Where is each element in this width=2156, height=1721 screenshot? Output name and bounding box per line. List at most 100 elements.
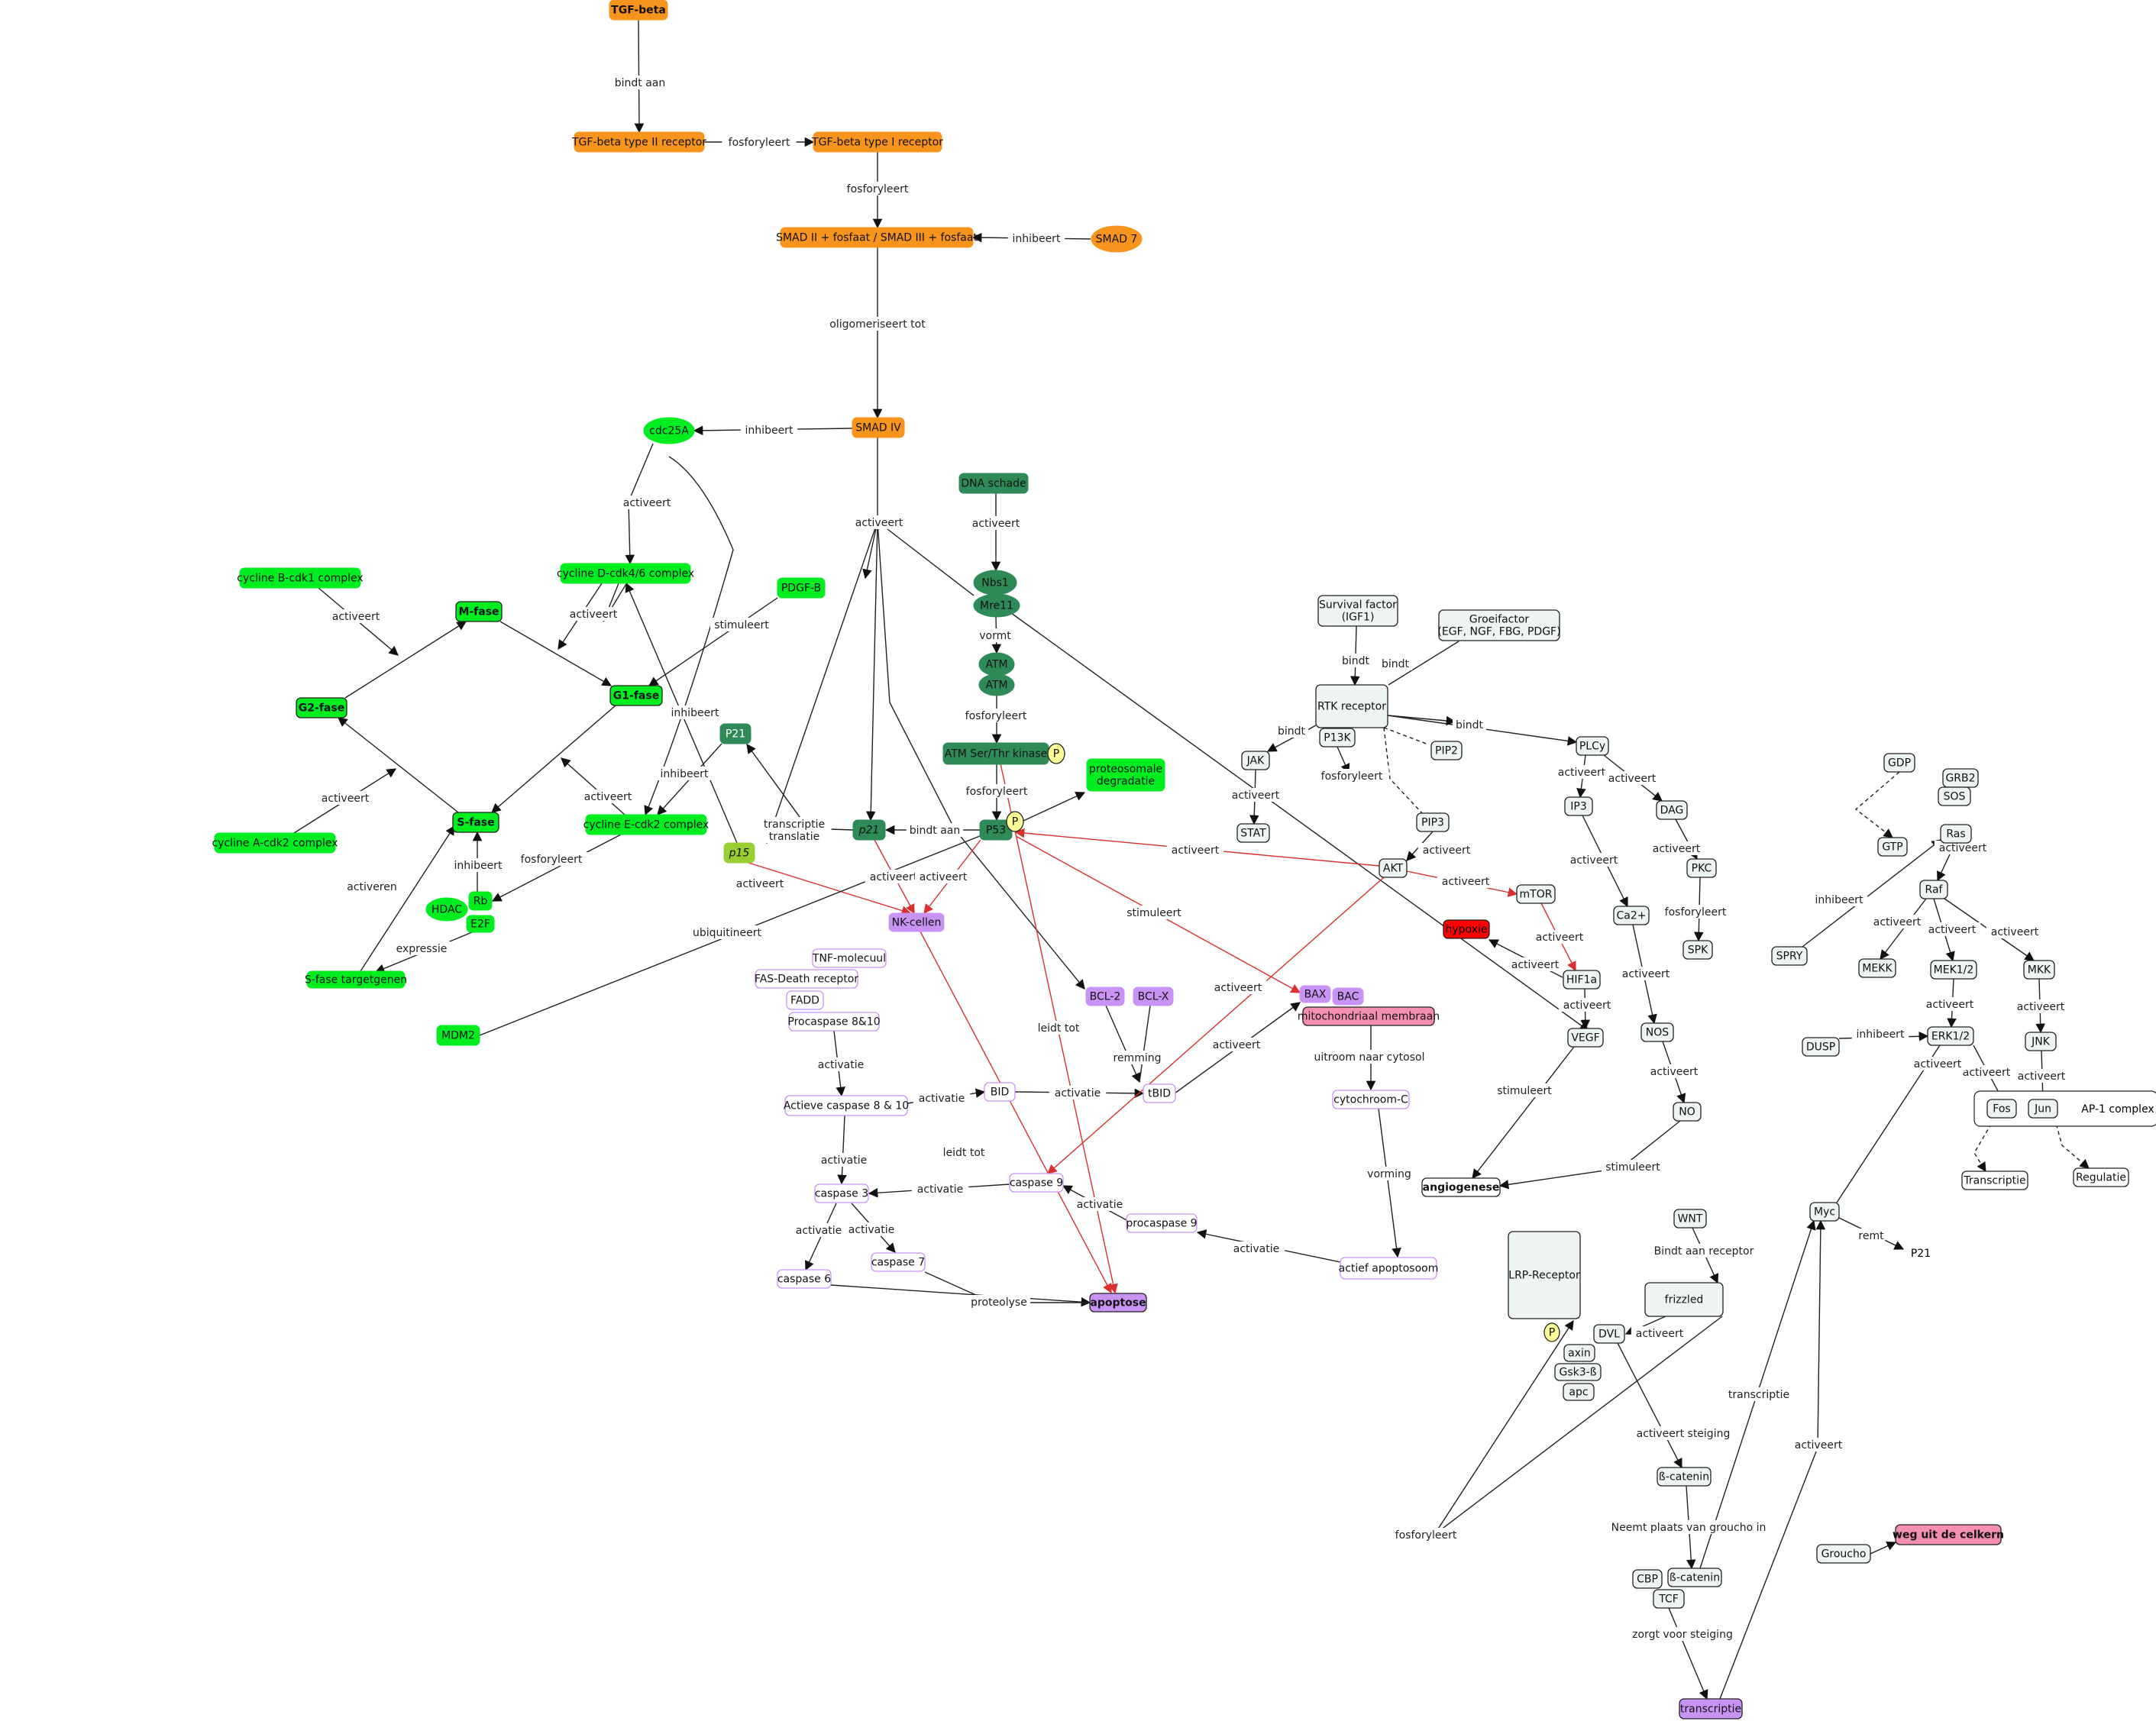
node-hif1a[interactable]: HIF1a [1563, 970, 1601, 990]
node-hdac[interactable]: HDAC [425, 897, 468, 922]
node-mekk[interactable]: MEKK [1858, 958, 1896, 978]
node-regulatie[interactable]: Regulatie [2073, 1167, 2129, 1187]
node-p-lrp[interactable]: P [1543, 1322, 1560, 1342]
node-cytc[interactable]: cytochroom-C [1332, 1090, 1410, 1109]
node-vegf[interactable]: VEGF [1567, 1028, 1604, 1048]
node-gdp[interactable]: GDP [1883, 753, 1915, 773]
node-nkcellen[interactable]: NK-cellen [888, 912, 945, 932]
node-jnk[interactable]: JNK [2025, 1032, 2057, 1051]
node-actcasp810[interactable]: Actieve caspase 8 & 10 [784, 1095, 909, 1116]
node-lrp[interactable]: LRP-Receptor [1508, 1231, 1581, 1319]
node-plcy[interactable]: PLCy [1576, 736, 1609, 756]
node-bcatenin2[interactable]: ß-catenin [1667, 1568, 1722, 1587]
node-tbid[interactable]: tBID [1143, 1083, 1176, 1103]
node-apoptose[interactable]: apoptose [1089, 1293, 1147, 1313]
node-raf[interactable]: Raf [1919, 880, 1948, 899]
node-ip3[interactable]: IP3 [1564, 796, 1593, 816]
node-erk12[interactable]: ERK1/2 [1927, 1026, 1974, 1046]
node-grb2[interactable]: GRB2 [1942, 768, 1979, 788]
node-e2f[interactable]: E2F [466, 915, 495, 933]
node-ca2[interactable]: Ca2+ [1613, 906, 1650, 925]
node-angiogenese[interactable]: angiogenese [1421, 1177, 1501, 1197]
node-p53[interactable]: P53 [979, 819, 1013, 841]
node-akt[interactable]: AKT [1379, 858, 1408, 878]
node-tnf[interactable]: TNF-molecuul [812, 948, 887, 968]
node-survival[interactable]: Survival factor(IGF1) [1317, 595, 1398, 627]
node-dnaschade[interactable]: DNA schade [958, 473, 1029, 494]
node-nbs1[interactable]: Nbs1 [973, 570, 1017, 596]
node-bclx[interactable]: BCL-X [1133, 986, 1174, 1006]
node-g2fase[interactable]: G2-fase [296, 697, 347, 718]
node-nos[interactable]: NOS [1640, 1022, 1674, 1042]
node-atm2[interactable]: ATM [978, 673, 1015, 696]
node-bcl2[interactable]: BCL-2 [1085, 986, 1125, 1006]
node-pip2[interactable]: PIP2 [1430, 741, 1463, 760]
node-casp7[interactable]: caspase 7 [871, 1252, 926, 1272]
node-dag[interactable]: DAG [1656, 800, 1688, 820]
node-fos[interactable]: Fos [1986, 1099, 2017, 1119]
node-spry[interactable]: SPRY [1771, 946, 1808, 966]
node-mito[interactable]: mitochondriaal membraan [1298, 1006, 1440, 1026]
node-sfasetarget[interactable]: S-fase targetgenen [305, 970, 407, 989]
node-p21[interactable]: p21 [852, 819, 886, 841]
node-rtk[interactable]: RTK receptor [1315, 684, 1388, 728]
node-gtp[interactable]: GTP [1877, 837, 1908, 857]
node-cdc25a[interactable]: cdc25A [643, 417, 695, 444]
node-p13k[interactable]: P13K [1319, 728, 1356, 747]
node-tgfbeta[interactable]: TGF-beta [609, 0, 668, 21]
node-procasp9[interactable]: procaspase 9 [1126, 1213, 1198, 1233]
node-groeifactor[interactable]: Groeifactor(EGF, NGF, FBG, PDGF) [1437, 609, 1561, 641]
node-groucho[interactable]: Groucho [1816, 1544, 1871, 1564]
node-p-p53[interactable]: P [1006, 811, 1024, 832]
node-mkk[interactable]: MKK [2023, 960, 2055, 980]
node-pip3[interactable]: PIP3 [1416, 812, 1450, 832]
node-smad23[interactable]: SMAD II + fosfaat / SMAD III + fosfaat [776, 227, 978, 248]
node-casp6[interactable]: caspase 6 [777, 1269, 832, 1289]
node-casp3[interactable]: caspase 3 [814, 1183, 869, 1203]
node-pdgfb[interactable]: PDGF-B [777, 577, 826, 599]
node-casp9[interactable]: caspase 9 [1009, 1173, 1064, 1193]
node-mtor[interactable]: mTOR [1516, 884, 1556, 904]
node-sfase[interactable]: S-fase [452, 812, 499, 833]
node-hypoxie[interactable]: hypoxie [1443, 919, 1490, 939]
node-atm1[interactable]: ATM [978, 652, 1015, 676]
node-pkc[interactable]: PKC [1686, 858, 1717, 878]
node-tgf1[interactable]: TGF-beta type I receptor [811, 131, 943, 153]
node-bac[interactable]: BAC [1332, 987, 1364, 1006]
node-bcatenin1[interactable]: ß-catenin [1657, 1467, 1712, 1487]
node-smad7[interactable]: SMAD 7 [1091, 225, 1143, 253]
node-bid[interactable]: BID [984, 1082, 1016, 1102]
node-ras[interactable]: Ras [1940, 824, 1972, 844]
node-cyclineD[interactable]: cycline D-cdk4/6 complex [557, 563, 694, 584]
node-sos[interactable]: SOS [1938, 786, 1971, 806]
node-g1fase[interactable]: G1-fase [609, 685, 663, 706]
node-p21top[interactable]: P21 [719, 723, 752, 744]
node-mek12[interactable]: MEK1/2 [1930, 960, 1977, 980]
node-jak[interactable]: JAK [1241, 751, 1270, 770]
node-atmkinase[interactable]: ATM Ser/Thr kinase [942, 742, 1049, 765]
node-spk[interactable]: SPK [1682, 940, 1713, 960]
node-p15[interactable]: p15 [723, 842, 755, 864]
node-smad4[interactable]: SMAD IV [852, 417, 905, 438]
node-transcriptie-ap[interactable]: Transcriptie [1961, 1170, 2028, 1190]
node-apc[interactable]: apc [1563, 1383, 1595, 1401]
node-tcf[interactable]: TCF [1653, 1589, 1685, 1609]
node-weguit[interactable]: weg uit de celkern [1893, 1524, 2004, 1545]
node-cyclineB[interactable]: cycline B-cdk1 complex [237, 567, 364, 589]
node-myc[interactable]: Myc [1809, 1202, 1840, 1222]
node-p-atm[interactable]: P [1047, 743, 1065, 764]
node-fadd[interactable]: FADD [786, 990, 824, 1010]
node-wnt[interactable]: WNT [1673, 1209, 1707, 1229]
node-dusp[interactable]: DUSP [1802, 1037, 1840, 1057]
node-bax[interactable]: BAX [1299, 985, 1331, 1003]
node-dvl[interactable]: DVL [1593, 1324, 1625, 1344]
node-frizzled[interactable]: frizzled [1644, 1282, 1724, 1317]
node-gsk[interactable]: Gsk3-ß [1554, 1363, 1602, 1381]
node-mdm2[interactable]: MDM2 [436, 1025, 480, 1046]
node-cyclineA[interactable]: cycline A-cdk2 complex [212, 832, 338, 854]
node-no[interactable]: NO [1673, 1102, 1702, 1122]
node-stat[interactable]: STAT [1236, 823, 1270, 843]
node-mre11[interactable]: Mre11 [973, 593, 1020, 618]
node-jun[interactable]: Jun [2028, 1099, 2058, 1119]
